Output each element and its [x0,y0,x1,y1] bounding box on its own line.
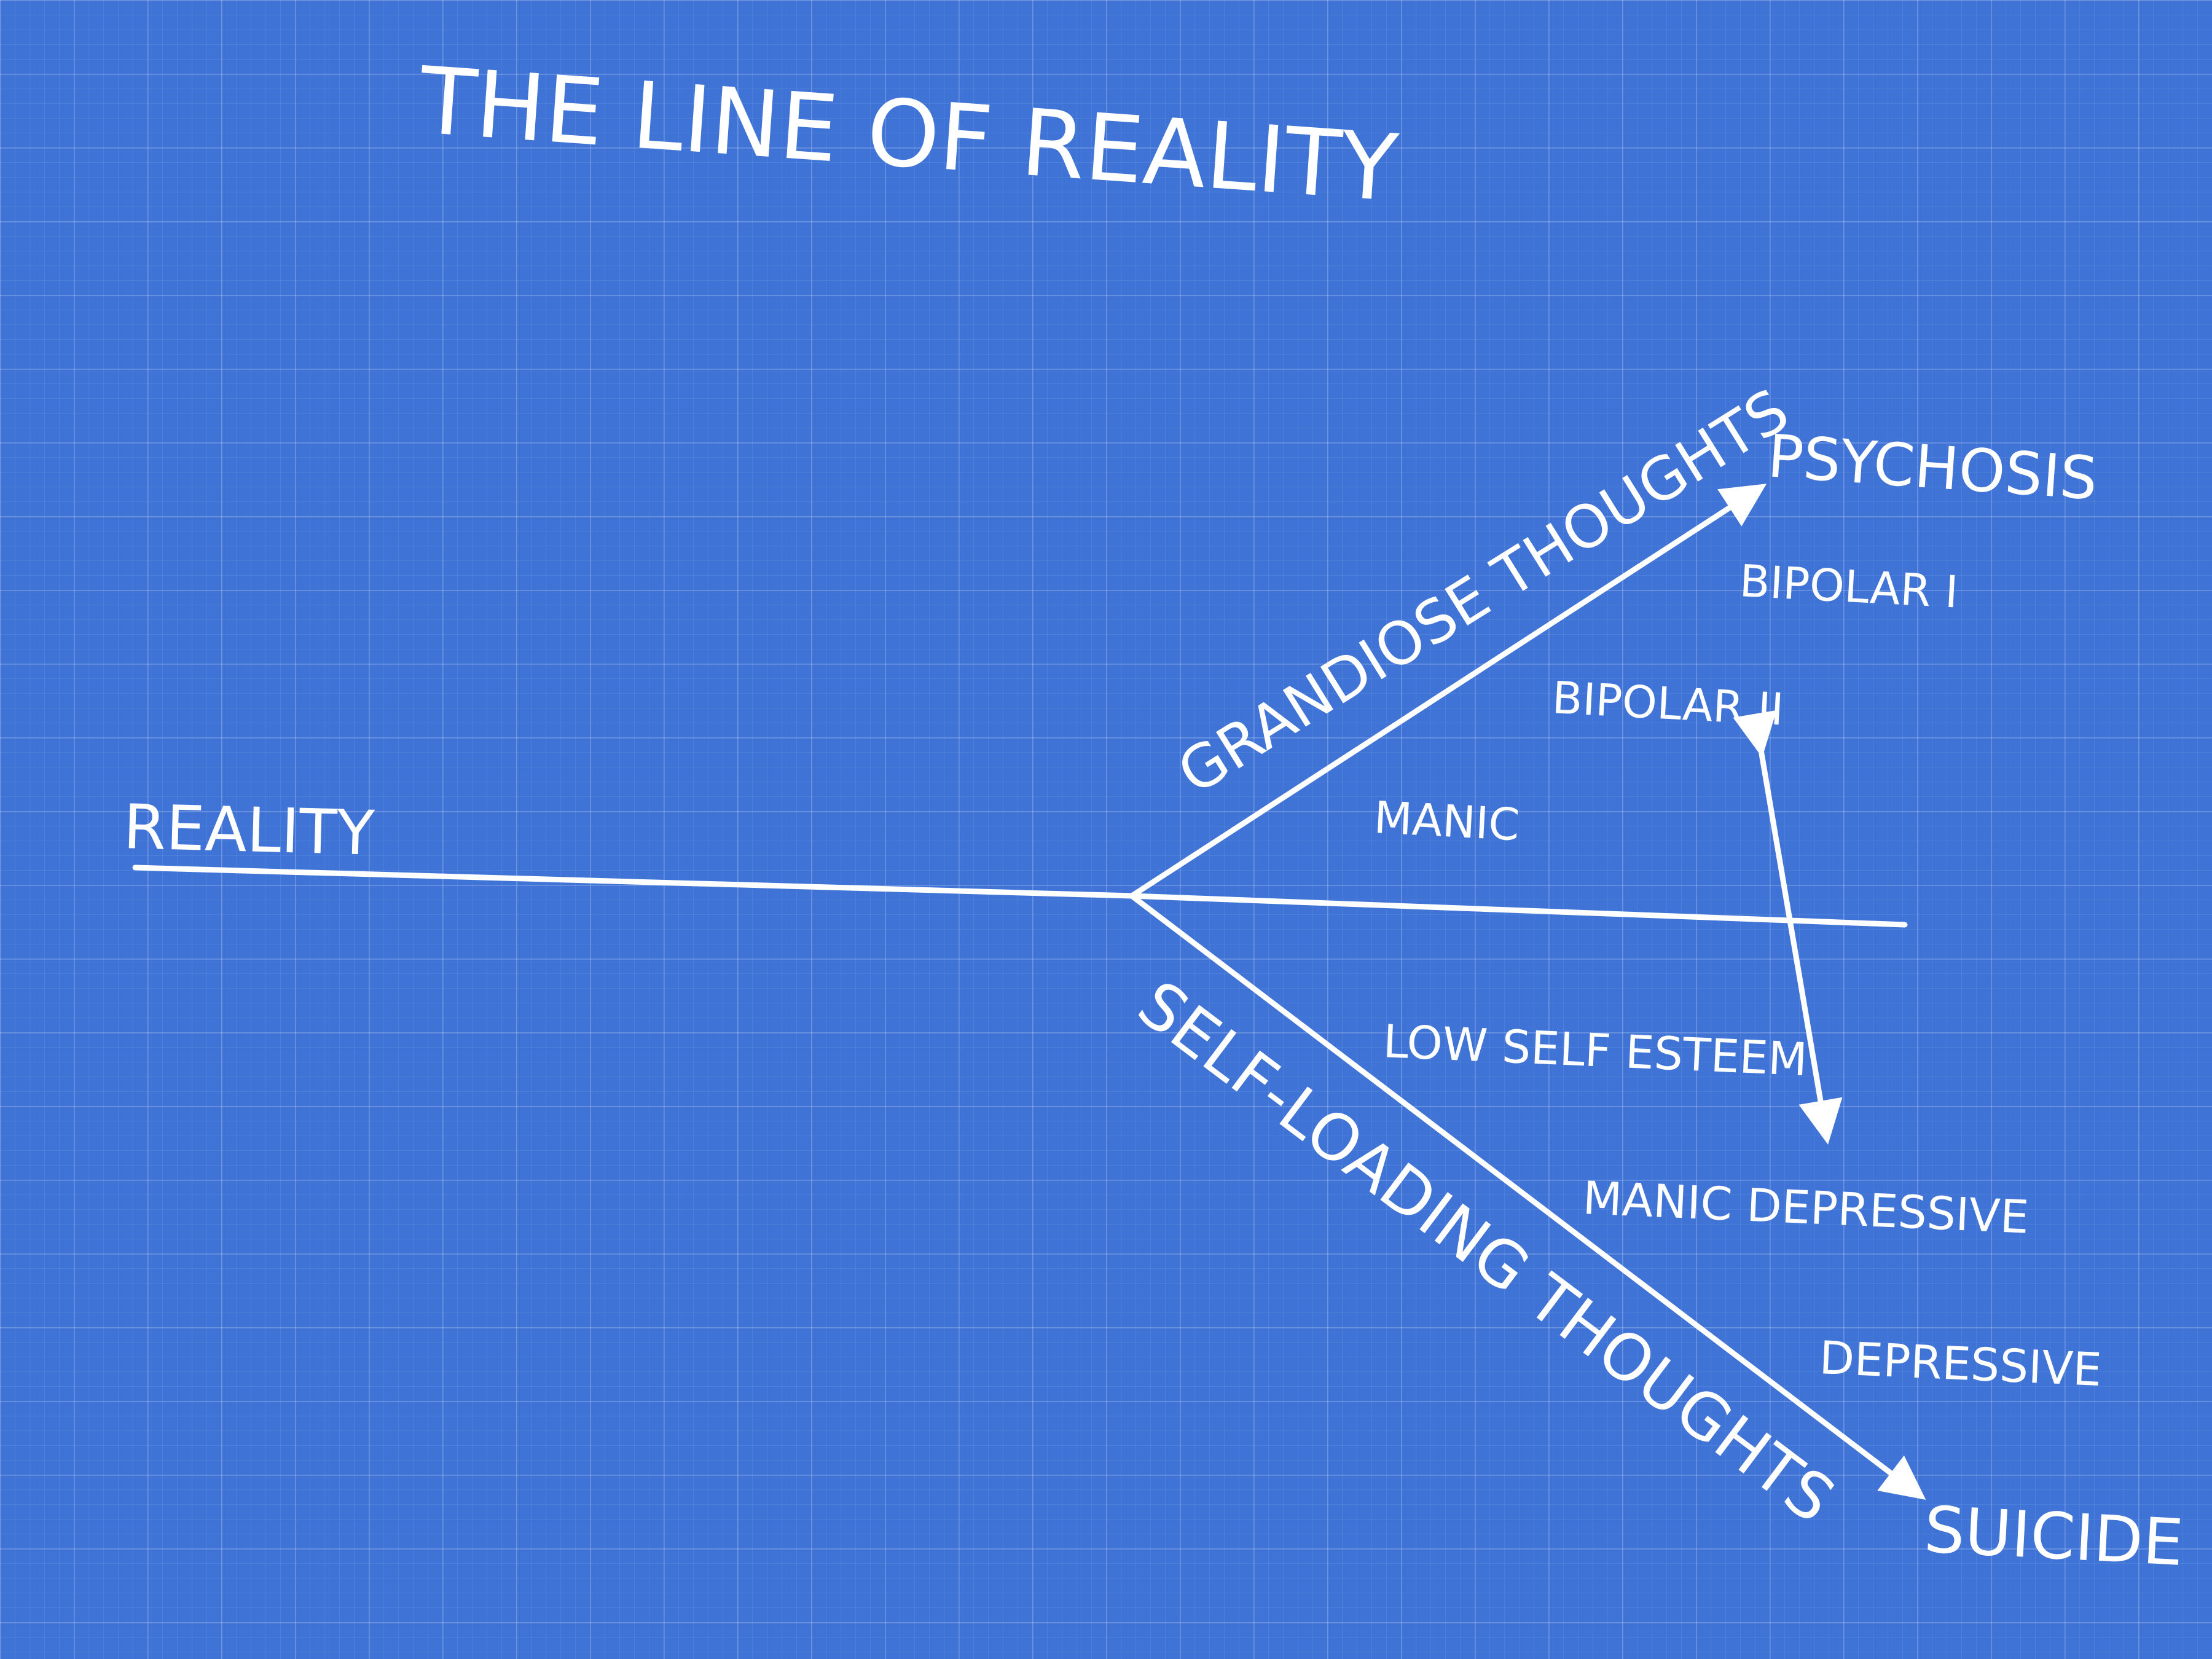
bipolar-i-label: BIPOLAR I [1738,555,1959,618]
suicide-label: SUICIDE [1923,1492,2186,1580]
mood-swing-double-arrow [1733,710,1843,1145]
grandiose-thoughts-label: GRANDIOSE THOUGHTS [1166,375,1800,807]
manic-depressive-label: MANIC DEPRESSIVE [1582,1172,2030,1244]
reality-line [132,865,1135,899]
self-loathing-branch-arrow [1129,893,1926,1500]
psychosis-label: PSYCHOSIS [1765,422,2100,513]
manic-label: MANIC [1373,791,1521,850]
low-self-esteem-label: LOW SELF ESTEEM [1382,1015,1808,1086]
grandiose-branch-arrow [1129,484,1767,899]
bipolar-ii-label: BIPOLAR II [1551,672,1785,735]
diagram-title: THE LINE OF REALITY [415,47,1401,222]
reality-label: REALITY [122,791,375,869]
depressive-label: DEPRESSIVE [1818,1332,2103,1397]
